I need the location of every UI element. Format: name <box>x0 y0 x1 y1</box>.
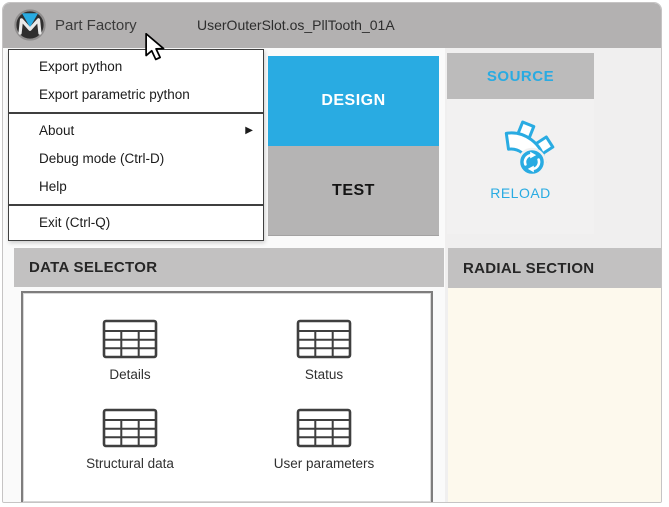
data-selector-item-user-parameters[interactable]: User parameters <box>273 408 375 471</box>
source-panel-title: SOURCE <box>447 53 594 99</box>
radial-section-title: RADIAL SECTION <box>463 259 595 277</box>
menu-item-export-parametric-python[interactable]: Export parametric python <box>39 87 190 102</box>
submenu-arrow-icon: ▶ <box>245 125 253 136</box>
menu-item-exit[interactable]: Exit (Ctrl-Q) <box>39 215 111 230</box>
menu-group-export: Export python Export parametric python <box>9 50 263 112</box>
data-selector-item-label: Structural data <box>86 456 174 471</box>
titlebar: Part Factory UserOuterSlot.os_PllTooth_0… <box>3 3 661 48</box>
document-title: UserOuterSlot.os_PllTooth_01A <box>197 17 395 33</box>
app-menu: Export python Export parametric python A… <box>8 49 264 241</box>
data-selector-item-label: User parameters <box>273 456 375 471</box>
menu-item-debug-mode[interactable]: Debug mode (Ctrl-D) <box>39 151 165 166</box>
radial-section-header: RADIAL SECTION <box>448 248 661 288</box>
menu-group-exit: Exit (Ctrl-Q) <box>9 204 263 240</box>
data-selector-item-structural-data[interactable]: Structural data <box>86 408 174 471</box>
app-window: Part Factory UserOuterSlot.os_PllTooth_0… <box>2 2 662 503</box>
reload-button[interactable]: RELOAD <box>447 99 594 234</box>
table-icon <box>102 319 158 359</box>
table-icon <box>296 319 352 359</box>
reload-label: RELOAD <box>490 185 551 201</box>
menu-group-tools: About ▶ Debug mode (Ctrl-D) Help <box>9 112 263 204</box>
table-icon <box>296 408 352 448</box>
menu-item-help[interactable]: Help <box>39 179 67 194</box>
data-selector-item-status[interactable]: Status <box>296 319 352 382</box>
tab-test[interactable]: TEST <box>268 146 439 236</box>
radial-section-canvas <box>448 288 661 502</box>
source-panel: SOURCE <box>447 53 594 234</box>
menu-item-export-python[interactable]: Export python <box>39 59 123 74</box>
data-selector-item-details[interactable]: Details <box>102 319 158 382</box>
data-selector-item-label: Details <box>109 367 151 382</box>
tab-design[interactable]: DESIGN <box>268 56 439 146</box>
part-factory-logo-icon <box>14 9 46 41</box>
table-icon <box>102 408 158 448</box>
reload-part-icon <box>504 120 554 177</box>
data-selector-header: DATA SELECTOR <box>14 248 444 287</box>
data-selector-item-label: Status <box>304 367 344 382</box>
data-selector-title: DATA SELECTOR <box>29 259 158 276</box>
app-name: Part Factory <box>55 17 137 34</box>
menu-item-about[interactable]: About ▶ <box>9 117 263 145</box>
app-logo-menu-button[interactable] <box>13 8 47 42</box>
data-selector-box: Details Status Structural data <box>21 291 433 502</box>
